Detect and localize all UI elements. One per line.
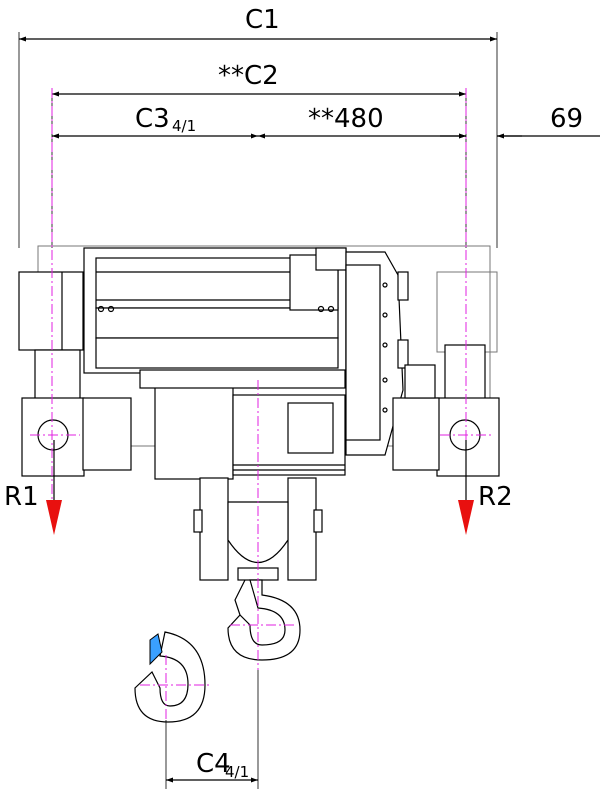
dim-label-c3-sub: 4/1 (172, 117, 196, 135)
reaction-label-r1: R1 (4, 482, 39, 512)
drum-housing (83, 247, 347, 374)
dim-c4 (165, 670, 259, 789)
gearbox (345, 251, 409, 456)
dim-label-69: 69 (550, 104, 583, 134)
hoist-motor (139, 369, 346, 480)
dim-label-c3: C3 (135, 104, 170, 134)
dim-label-480: **480 (308, 104, 384, 134)
main-hook (227, 579, 301, 661)
reaction-label-r2: R2 (478, 482, 513, 512)
dim-label-c4: C4 (196, 749, 231, 779)
reaction-arrow-r1 (46, 500, 62, 535)
wheels (21, 364, 500, 477)
trolley-frame (18, 245, 498, 447)
dim-label-c4-sub: 4/1 (225, 763, 249, 781)
secondary-hook (134, 631, 206, 723)
dim-label-c1: C1 (245, 5, 280, 35)
reaction-arrows (46, 440, 474, 535)
dim-label-c2: **C2 (218, 61, 279, 91)
hook-latch (149, 633, 163, 666)
reaction-arrow-r2 (458, 500, 474, 535)
dimension-lines (18, 32, 600, 248)
